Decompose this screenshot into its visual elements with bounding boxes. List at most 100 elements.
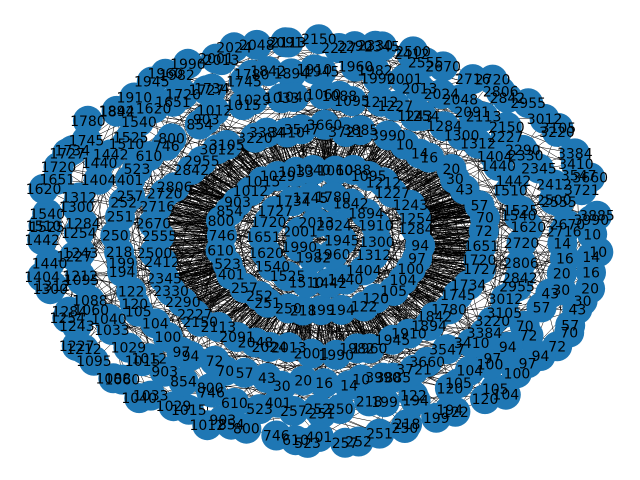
node-label: 1510 bbox=[26, 219, 62, 235]
graph-node bbox=[72, 105, 103, 136]
graph-node bbox=[360, 210, 391, 241]
node-label: 16 bbox=[315, 376, 333, 392]
node-label: 1040 bbox=[295, 163, 331, 179]
node-label: 1894 bbox=[99, 104, 135, 120]
node-label: 1254 bbox=[61, 226, 97, 242]
node-label: 10 bbox=[396, 138, 414, 154]
graph-node bbox=[349, 291, 380, 322]
node-label: 1300 bbox=[59, 200, 95, 216]
node-label: 257 bbox=[231, 281, 258, 297]
node-label: 3012 bbox=[487, 292, 523, 308]
node-label: 2024 bbox=[424, 87, 460, 103]
graph-node bbox=[330, 427, 361, 458]
node-label: 2013 bbox=[271, 340, 307, 356]
node-label: 800 bbox=[197, 381, 224, 397]
node-label: 1745 bbox=[440, 288, 476, 304]
node-label: 1040 bbox=[121, 391, 157, 407]
node-label: 250 bbox=[327, 402, 354, 418]
node-label: 2555 bbox=[142, 229, 178, 245]
node-label: 20 bbox=[553, 267, 571, 283]
graph-node bbox=[566, 175, 597, 206]
node-label: 1095 bbox=[334, 94, 370, 110]
node-label: 43 bbox=[456, 183, 474, 199]
node-label: 100 bbox=[155, 330, 182, 346]
node-label: 1910 bbox=[391, 327, 427, 343]
node-label: 1095 bbox=[64, 273, 100, 289]
graph-node bbox=[389, 413, 420, 443]
node-label: 2842 bbox=[502, 271, 538, 287]
node-label: 252 bbox=[246, 289, 273, 305]
node-label: 2955 bbox=[510, 96, 546, 112]
node-label: 3384 bbox=[557, 146, 593, 162]
node-label: 94 bbox=[411, 239, 429, 255]
node-label: 199 bbox=[308, 303, 335, 319]
node-label: 250 bbox=[275, 301, 302, 317]
node-label: 1029 bbox=[111, 341, 147, 357]
graph-node bbox=[244, 394, 275, 425]
node-label: 100 bbox=[504, 366, 531, 382]
node-label: 1842 bbox=[250, 64, 286, 80]
node-label: 104 bbox=[456, 364, 483, 380]
node-label: 2555 bbox=[408, 55, 444, 71]
node-label: 610 bbox=[136, 149, 163, 165]
node-label: 1720 bbox=[165, 87, 201, 103]
node-label: 1212 bbox=[366, 175, 402, 191]
graph-node bbox=[468, 101, 499, 132]
graph-edge bbox=[116, 111, 528, 364]
node-label: 1254 bbox=[398, 212, 434, 228]
node-label: 1734 bbox=[275, 194, 311, 210]
node-label: 2412 bbox=[536, 178, 572, 194]
node-label: 70 bbox=[516, 319, 534, 335]
node-label: 1227 bbox=[56, 249, 92, 265]
node-label: 100 bbox=[477, 357, 504, 373]
node-label: 1012 bbox=[131, 351, 167, 367]
node-label: 120 bbox=[121, 297, 148, 313]
graph-node bbox=[196, 73, 227, 104]
node-label: 2806 bbox=[483, 85, 519, 101]
graph-node bbox=[421, 402, 452, 433]
node-label: 57 bbox=[236, 366, 254, 382]
node-label: 3660 bbox=[307, 118, 343, 134]
node-label: 2013 bbox=[204, 53, 240, 69]
node-label: 1780 bbox=[234, 68, 270, 84]
graph-node bbox=[400, 213, 431, 244]
node-label: 1404 bbox=[477, 149, 513, 165]
node-label: 523 bbox=[124, 162, 151, 178]
node-label: 72 bbox=[520, 329, 538, 345]
node-label: 30 bbox=[574, 294, 592, 310]
graph-node bbox=[238, 84, 269, 115]
node-label: 1842 bbox=[99, 105, 135, 121]
node-label: 1720 bbox=[461, 253, 497, 269]
node-label: 30 bbox=[446, 172, 464, 188]
node-label: 1620 bbox=[26, 182, 62, 198]
graph-node bbox=[98, 363, 129, 394]
node-label: 1284 bbox=[65, 216, 101, 232]
node-label: 218 bbox=[106, 245, 133, 261]
node-label: 523 bbox=[246, 402, 273, 418]
node-label: 2227 bbox=[177, 308, 213, 324]
node-label: 252 bbox=[304, 402, 331, 418]
node-label: 1312 bbox=[35, 279, 71, 295]
node-label: 1651 bbox=[245, 230, 281, 246]
node-label: 2001 bbox=[282, 225, 318, 241]
node-label: 1525 bbox=[270, 269, 306, 285]
graph-node bbox=[286, 114, 317, 145]
node-label: 610 bbox=[221, 396, 248, 412]
node-label: 854 bbox=[216, 204, 243, 220]
node-label: 2024 bbox=[252, 340, 288, 356]
node-label: 1095 bbox=[76, 354, 112, 370]
node-label: 3384 bbox=[249, 126, 285, 142]
node-label: 20 bbox=[294, 374, 312, 390]
node-label: 70 bbox=[560, 326, 578, 342]
node-label: 3547 bbox=[284, 122, 320, 138]
node-label: 1300 bbox=[32, 282, 68, 298]
node-label: 1727 bbox=[257, 204, 293, 220]
node-label: 1284 bbox=[398, 222, 434, 238]
node-label: 800 bbox=[208, 214, 235, 230]
node-label: 3410 bbox=[269, 126, 305, 142]
node-label: 2716 bbox=[455, 72, 491, 88]
node-label: 1620 bbox=[248, 246, 284, 262]
node-label: 2227 bbox=[488, 130, 524, 146]
node-label: 199 bbox=[371, 395, 398, 411]
graph-node bbox=[337, 86, 367, 117]
